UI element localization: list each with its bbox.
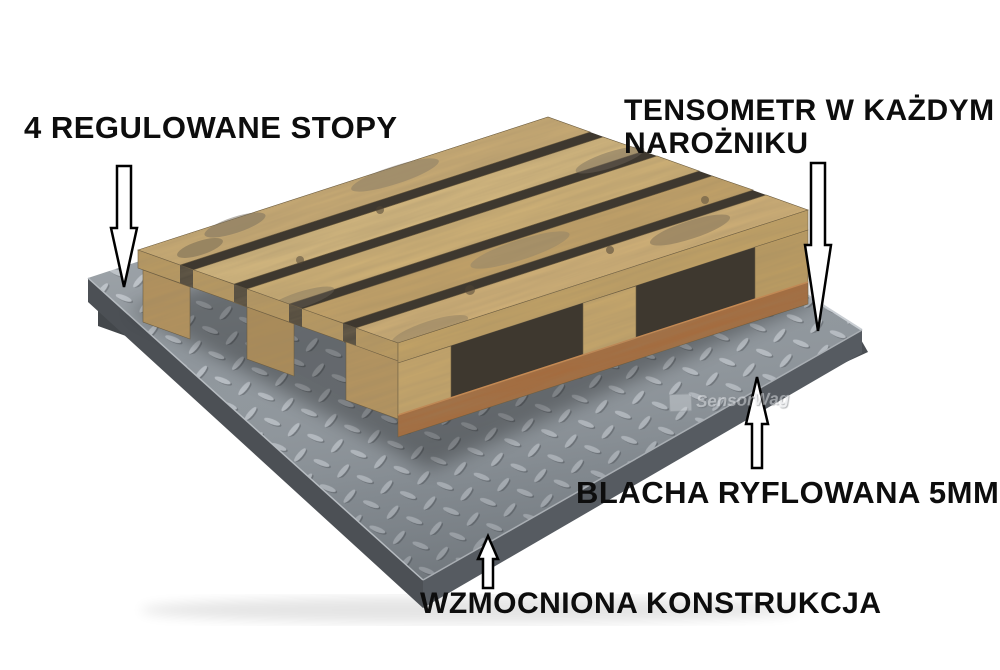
annotation-load-cells: TENSOMETR W KAŻDYM NAROŻNIKU (624, 94, 995, 160)
arrow-up-icon-plate (744, 376, 770, 470)
platform-side-left (88, 278, 423, 608)
annotation-adjustable-feet: 4 REGULOWANE STOPY (24, 110, 398, 145)
arrow-down-icon-load-cell (803, 161, 833, 332)
annotation-load-cells-line1: TENSOMETR W KAŻDYM (624, 94, 995, 127)
annotation-plate: BLACHA RYFLOWANA 5MM (576, 475, 1000, 510)
arrow-up-icon-structure (476, 532, 500, 590)
floor-shadow (140, 597, 800, 623)
annotation-load-cells-line2: NAROŻNIKU (624, 127, 809, 160)
plate-bevel-left (87, 277, 424, 581)
plate-bevel-right (422, 329, 863, 581)
annotation-structure: WZMOCNIONA KONSTRUKCJA (420, 587, 882, 620)
arrow-down-icon-feet (109, 164, 139, 288)
